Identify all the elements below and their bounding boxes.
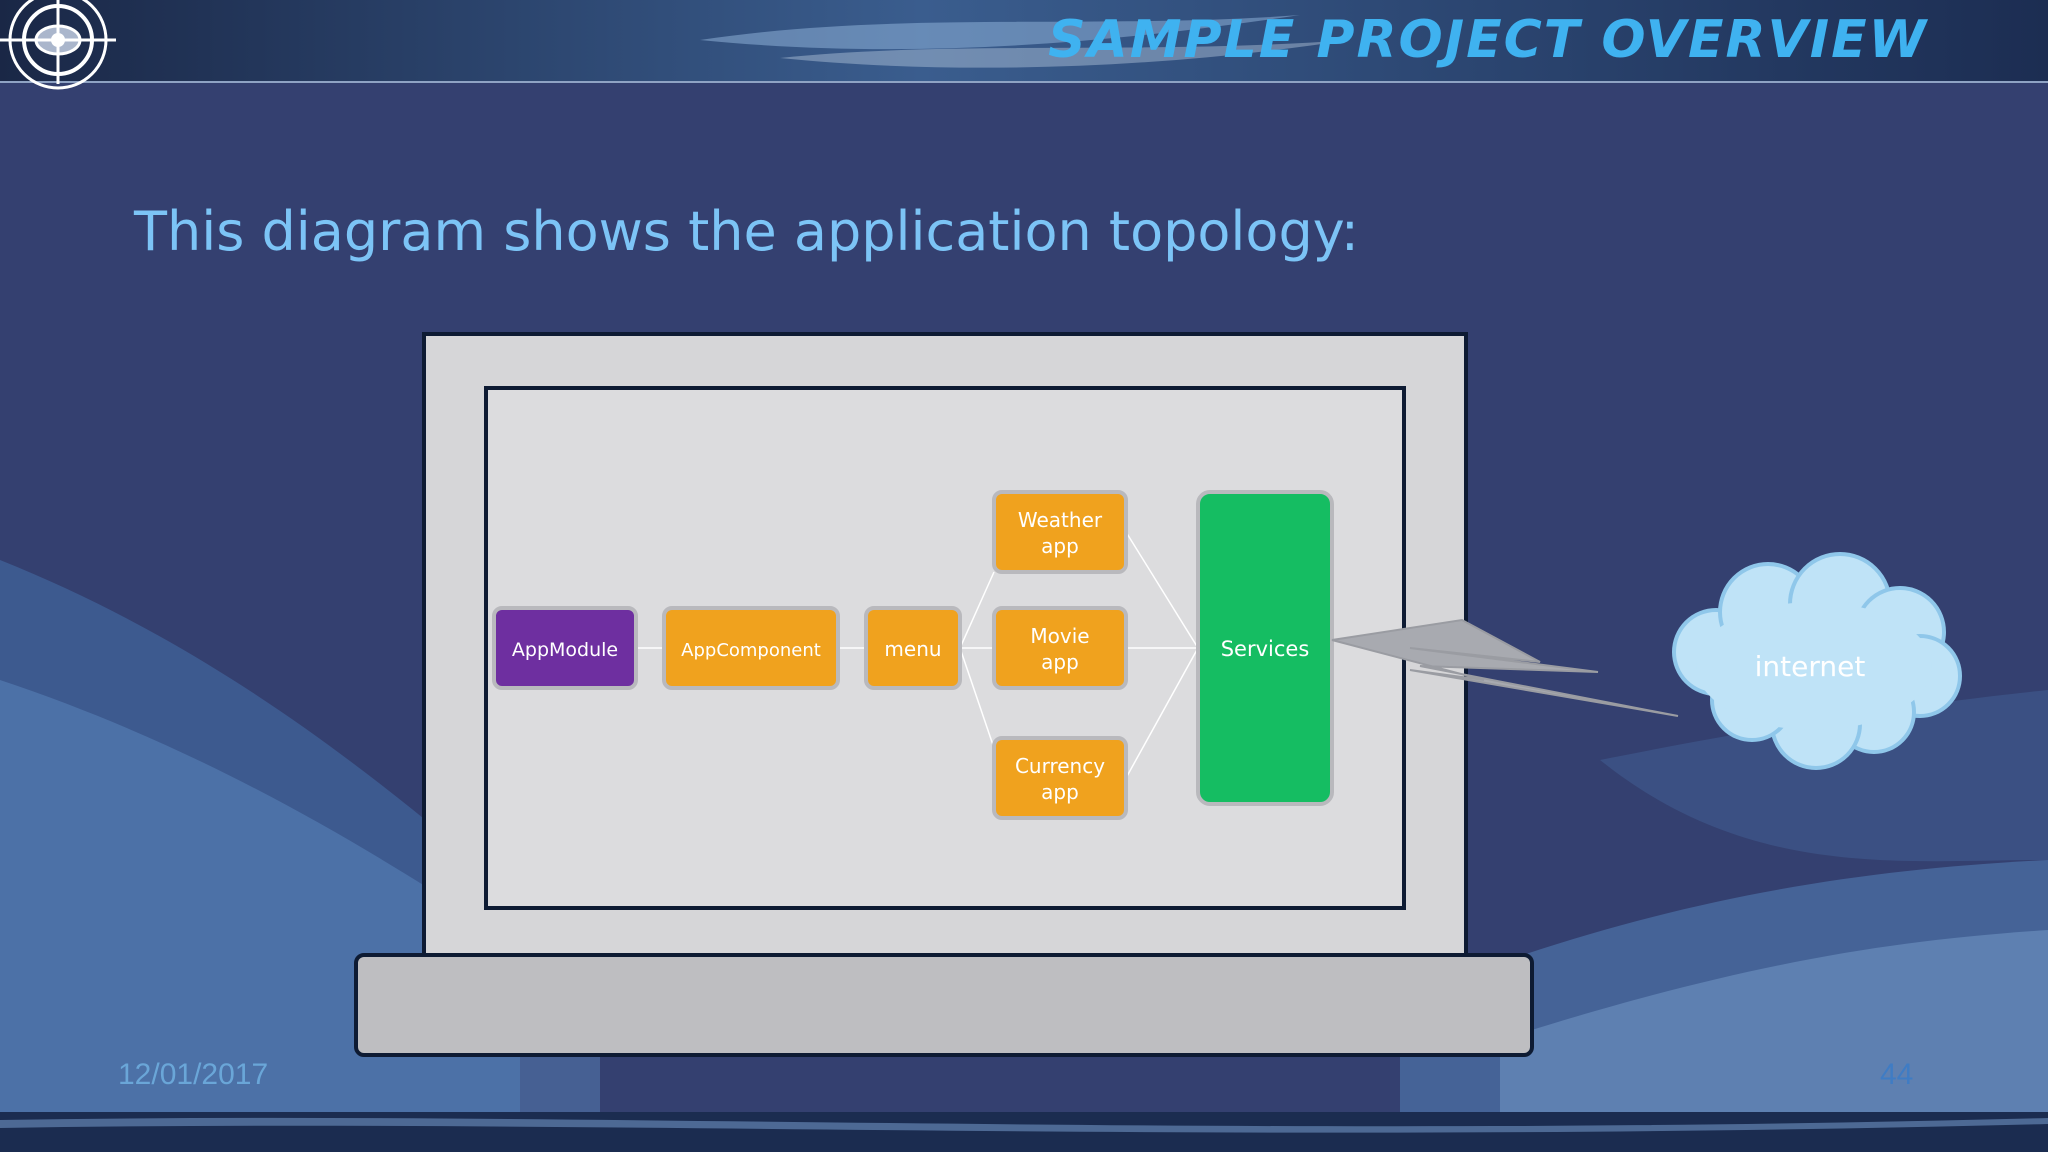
- internet-label: internet: [1755, 650, 1866, 683]
- target-logo-icon: [0, 0, 116, 90]
- node-currency-app: [992, 736, 1128, 820]
- node-menu: [864, 606, 962, 690]
- node-appmodule-label: AppModule: [512, 639, 618, 661]
- node-weather-app-label-line1: Weather: [1018, 508, 1103, 532]
- connectors: [636, 531, 1199, 779]
- node-currency-app-label-line1: Currency: [1015, 754, 1105, 778]
- node-appcomponent: [662, 606, 840, 690]
- connector-menu-weather: [959, 571, 995, 649]
- footer-date: 12/01/2017: [118, 1058, 269, 1091]
- laptop: [354, 332, 1534, 1057]
- node-appmodule: [492, 606, 638, 690]
- connector-currency-services: [1125, 647, 1199, 779]
- node-currency-app-label-line2: app: [1041, 780, 1079, 804]
- page-number: 44: [1880, 1058, 1914, 1091]
- node-appcomponent-label: AppComponent: [681, 640, 821, 661]
- node-movie-app: [992, 606, 1128, 690]
- connector-menu-currency: [959, 647, 995, 749]
- node-weather-app: [992, 490, 1128, 574]
- laptop-base: [354, 953, 1534, 1057]
- node-menu-label: menu: [884, 637, 941, 661]
- node-services: [1196, 490, 1334, 806]
- diagram-heading: This diagram shows the application topol…: [134, 200, 1359, 263]
- node-services-label: Services: [1221, 637, 1310, 661]
- slide-title: SAMPLE PROJECT OVERVIEW: [1048, 10, 1928, 70]
- internet-cloud-icon: [1672, 552, 1962, 770]
- node-movie-app-label-line1: Movie: [1030, 624, 1089, 648]
- lightning-bolt-icon: [1331, 618, 1679, 717]
- node-weather-app-label-line2: app: [1041, 534, 1079, 558]
- connector-weather-services: [1125, 531, 1199, 649]
- node-movie-app-label-line2: app: [1041, 650, 1079, 674]
